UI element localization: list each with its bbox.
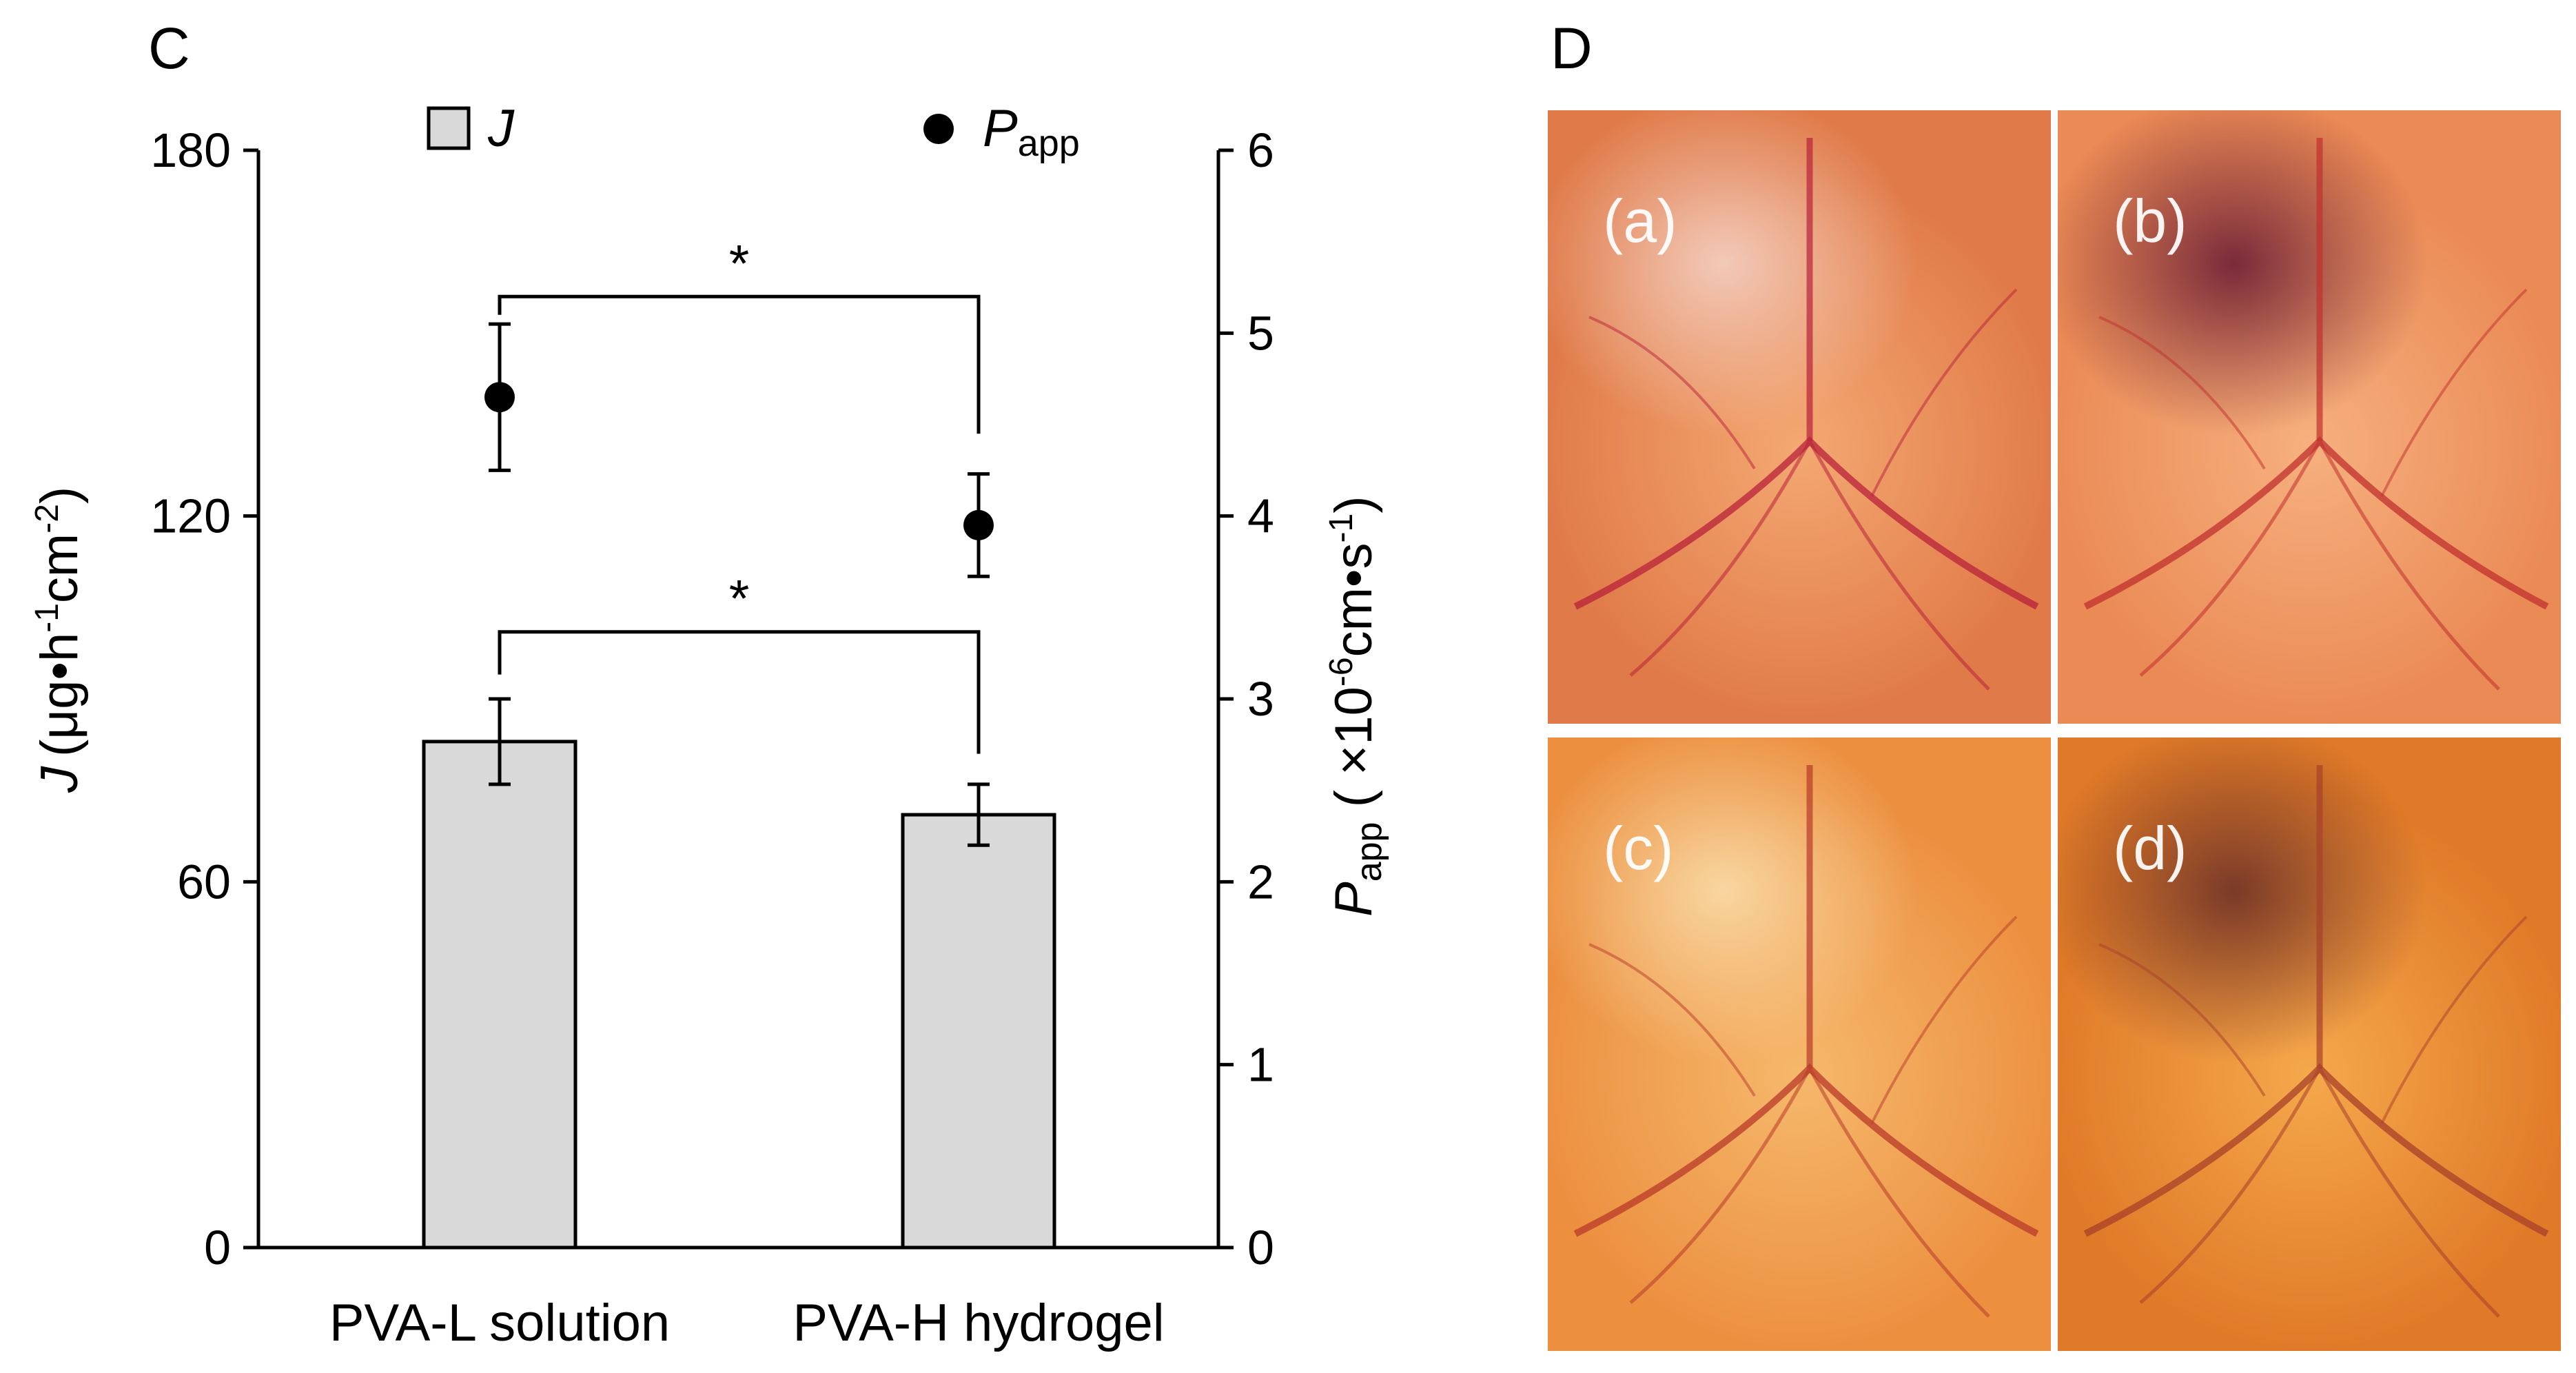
photo-panel: (d) — [2058, 738, 2561, 1351]
x-category-label: PVA-L solution — [329, 1294, 670, 1352]
photo-label: (d) — [2113, 814, 2187, 882]
y-left-label-main: J — [30, 766, 89, 793]
photo-panel: (a) — [1548, 110, 2051, 724]
y-right-label-end: ) — [1325, 496, 1383, 513]
significance-star: * — [729, 570, 750, 629]
legend-point-marker — [923, 114, 954, 144]
y-right-label-open: ( ×10 — [1325, 686, 1383, 822]
y-left-label: J (μg•h-1cm-2) — [29, 487, 89, 793]
photo-panel: (b) — [2058, 110, 2561, 724]
y-right-tick-label: 4 — [1247, 489, 1274, 543]
y-right-tick-label: 1 — [1247, 1038, 1274, 1092]
photo-grid: (a) (b) (c) (d) — [1548, 110, 2561, 1351]
y-right-tick-label: 2 — [1247, 855, 1274, 908]
y-left-tick-label: 120 — [150, 489, 231, 543]
legend-point-main: P — [983, 99, 1018, 158]
points — [484, 322, 994, 578]
y-left-tick-label: 0 — [204, 1221, 231, 1274]
vessel-overlay — [1573, 138, 2039, 691]
bars — [422, 697, 1056, 1250]
bar-j — [901, 813, 1056, 1250]
y-right-tick-label: 5 — [1247, 306, 1274, 360]
y-left-tick-label: 60 — [177, 855, 231, 908]
y-left-label-mid: cm — [30, 533, 89, 603]
significance-star: * — [729, 234, 750, 293]
y-left-tick-label: 180 — [150, 123, 231, 177]
y-right-tick-label: 3 — [1247, 672, 1274, 726]
vessel-overlay — [1573, 765, 2039, 1318]
point-papp — [963, 509, 994, 540]
y-right-tick-label: 6 — [1247, 123, 1274, 177]
panel-letter-c: C — [148, 16, 190, 81]
y-left-label-rest: (μg•h — [30, 633, 89, 757]
x-category-label: PVA-H hydrogel — [793, 1294, 1164, 1352]
y-right-label-mid: cm•s — [1325, 542, 1383, 657]
y-right-label-sup1: -6 — [1323, 657, 1360, 686]
axes — [256, 150, 1220, 1250]
significance-bracket — [498, 294, 981, 434]
legend-point-label: Papp — [983, 99, 1080, 164]
legend-bar-swatch — [427, 106, 471, 150]
panel-letter-d: D — [1551, 16, 1593, 81]
y-left-label-sup2: -2 — [29, 504, 65, 533]
y-right-label-main: P — [1325, 882, 1383, 917]
legend: J Papp — [427, 99, 1080, 164]
photo-label: (a) — [1603, 187, 1677, 255]
vessel-overlay — [2083, 765, 2549, 1318]
legend-bar-label: J — [487, 99, 515, 158]
y-right-label-sup2: -1 — [1323, 513, 1360, 543]
vessel-overlay — [2083, 138, 2549, 691]
photo-label: (b) — [2113, 187, 2187, 255]
y-left-label-sup1: -1 — [29, 603, 65, 633]
point-papp — [484, 382, 515, 413]
significance-brackets: ** — [498, 234, 981, 754]
y-right-label: Papp ( ×10-6cm•s-1) — [1323, 496, 1389, 917]
photo-panel: (c) — [1548, 738, 2051, 1351]
y-left-label-end: ) — [30, 487, 89, 504]
y-right-label-sub: app — [1349, 822, 1389, 882]
legend-point-sub: app — [1018, 123, 1080, 164]
significance-bracket — [498, 630, 981, 754]
y-right-tick-label: 0 — [1247, 1221, 1274, 1274]
photo-label: (c) — [1603, 814, 1674, 882]
bar-j — [422, 740, 577, 1250]
